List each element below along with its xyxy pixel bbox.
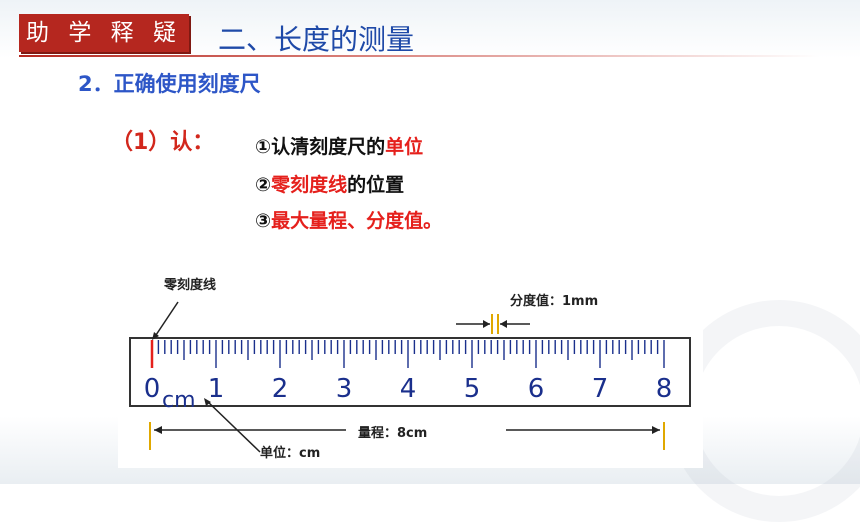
- point-text: 的位置: [347, 174, 405, 196]
- zero-line-arrowhead: [152, 332, 159, 340]
- ruler-number: 5: [463, 374, 481, 404]
- unit-pointer: [205, 399, 261, 453]
- step-label: （1）认：: [111, 130, 215, 155]
- ruler-ticks: [150, 340, 665, 368]
- point-range: ③最大量程、分度值。: [255, 206, 442, 233]
- range-label: 量程：8cm: [358, 426, 428, 441]
- point-highlight: 零刻度线: [271, 174, 348, 196]
- point-text: ②: [255, 174, 272, 196]
- subtitle: 2．正确使用刻度尺: [78, 72, 261, 96]
- zero-line-label: 零刻度线: [164, 278, 217, 293]
- header-badge: 助 学 释 疑: [19, 14, 189, 52]
- ruler-body: [129, 337, 691, 407]
- ruler-number: 7: [591, 374, 609, 404]
- page-title: 二、长度的测量: [218, 23, 415, 56]
- point-highlight: 单位: [385, 136, 424, 158]
- ruler-diagram: [129, 301, 691, 453]
- ruler-number: 8: [655, 374, 673, 404]
- ruler-number: 2: [271, 374, 289, 404]
- ruler-figure: 零刻度线 分度值：1mm 量程：8cm 单位：cm cm 0 1 2 3 4 5 6 7 8: [118, 262, 703, 468]
- ruler-number: 6: [527, 374, 545, 404]
- point-text: ①认清刻度尺的: [255, 136, 386, 158]
- ruler-number: 3: [335, 374, 353, 404]
- point-text: ③: [255, 210, 272, 232]
- ruler-number: 4: [399, 374, 417, 404]
- ruler-number: 1: [207, 374, 225, 404]
- zero-line-pointer: [153, 301, 179, 339]
- ruler-number: 0: [143, 374, 161, 404]
- division-value-label: 分度值：1mm: [510, 294, 599, 309]
- ruler-unit: cm: [162, 388, 196, 413]
- unit-label: 单位：cm: [260, 446, 321, 461]
- point-highlight: 最大量程、分度值。: [271, 210, 443, 232]
- point-unit: ①认清刻度尺的单位: [255, 132, 423, 159]
- header-divider: [19, 55, 819, 57]
- point-zero-line: ②零刻度线的位置: [255, 170, 404, 197]
